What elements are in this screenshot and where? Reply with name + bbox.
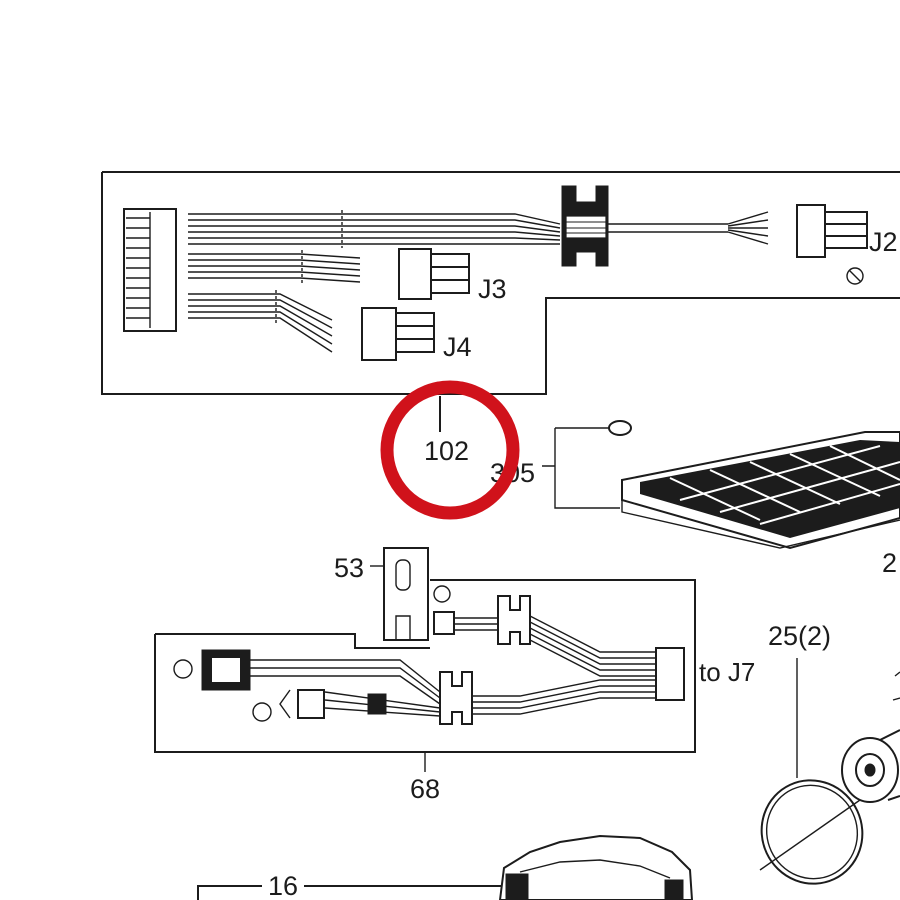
label-102: 102 [424, 436, 469, 466]
clamp-lower [439, 671, 473, 725]
motor-group [841, 671, 900, 803]
harness-68-outline-a [154, 579, 696, 753]
o-ring-leader-cross [759, 799, 861, 871]
terminal-block [433, 611, 455, 635]
connector-j3 [398, 248, 470, 300]
label-53: 53 [334, 553, 364, 583]
label-68: 68 [410, 774, 440, 804]
middle-harness-group: 53 to J7 [154, 547, 755, 804]
sensor-left-upper [173, 649, 251, 691]
leader-16-left [197, 885, 262, 900]
top-harness-group: J2 J3 [101, 171, 900, 395]
oring-group: 25(2) [759, 621, 864, 885]
bottom-part-rim [519, 859, 671, 879]
motor-shaft [864, 763, 876, 777]
bottom-part-group: 16 [197, 834, 694, 900]
wire-bundle-j3 [188, 250, 361, 284]
bottom-part-clip [505, 873, 529, 900]
bracket-53-foot [395, 615, 411, 640]
motor-body [879, 729, 900, 801]
label-j2: J2 [869, 227, 898, 257]
ring-terminal-icon [433, 585, 451, 603]
tray-grid-lines [669, 445, 900, 525]
wire-clamp-top [561, 185, 609, 267]
sensor-left-lower [252, 689, 387, 722]
bottom-part-body [498, 834, 694, 900]
tray-screw [608, 420, 632, 436]
wire-bundle-j2 [188, 210, 561, 248]
motor-top [892, 671, 900, 701]
label-2x: 2 [882, 548, 897, 578]
bottom-part-clip-right [664, 879, 684, 900]
harness-68-outline-b [155, 633, 430, 649]
tray-group: 305 2 [490, 420, 900, 578]
connector-j2 [796, 204, 868, 285]
clamp-upper [497, 595, 531, 645]
o-ring-outer [760, 779, 864, 885]
ground-symbol-icon [846, 267, 864, 285]
connector-j4 [361, 307, 435, 361]
highlight-circle [380, 380, 520, 520]
bracket-53-slot [395, 559, 411, 591]
connector-to-j7 [655, 647, 685, 701]
label-16: 16 [268, 871, 298, 900]
left-connector-pins [126, 212, 151, 328]
tray-edge [621, 500, 900, 549]
label-25: 25(2) [768, 621, 831, 651]
bracket-53 [383, 547, 429, 641]
wire-to-j2 [608, 211, 769, 245]
top-harness-outline [101, 171, 900, 395]
o-ring-inner [765, 784, 859, 880]
label-j3: J3 [478, 274, 507, 304]
wire-bundle-j4 [188, 290, 333, 353]
label-j4: J4 [443, 332, 472, 362]
wire-bundle-68 [230, 615, 655, 717]
motor-hub [855, 753, 885, 787]
bracket-305 [542, 427, 620, 509]
tray-grid [640, 440, 900, 538]
label-to-j7: to J7 [699, 657, 755, 687]
